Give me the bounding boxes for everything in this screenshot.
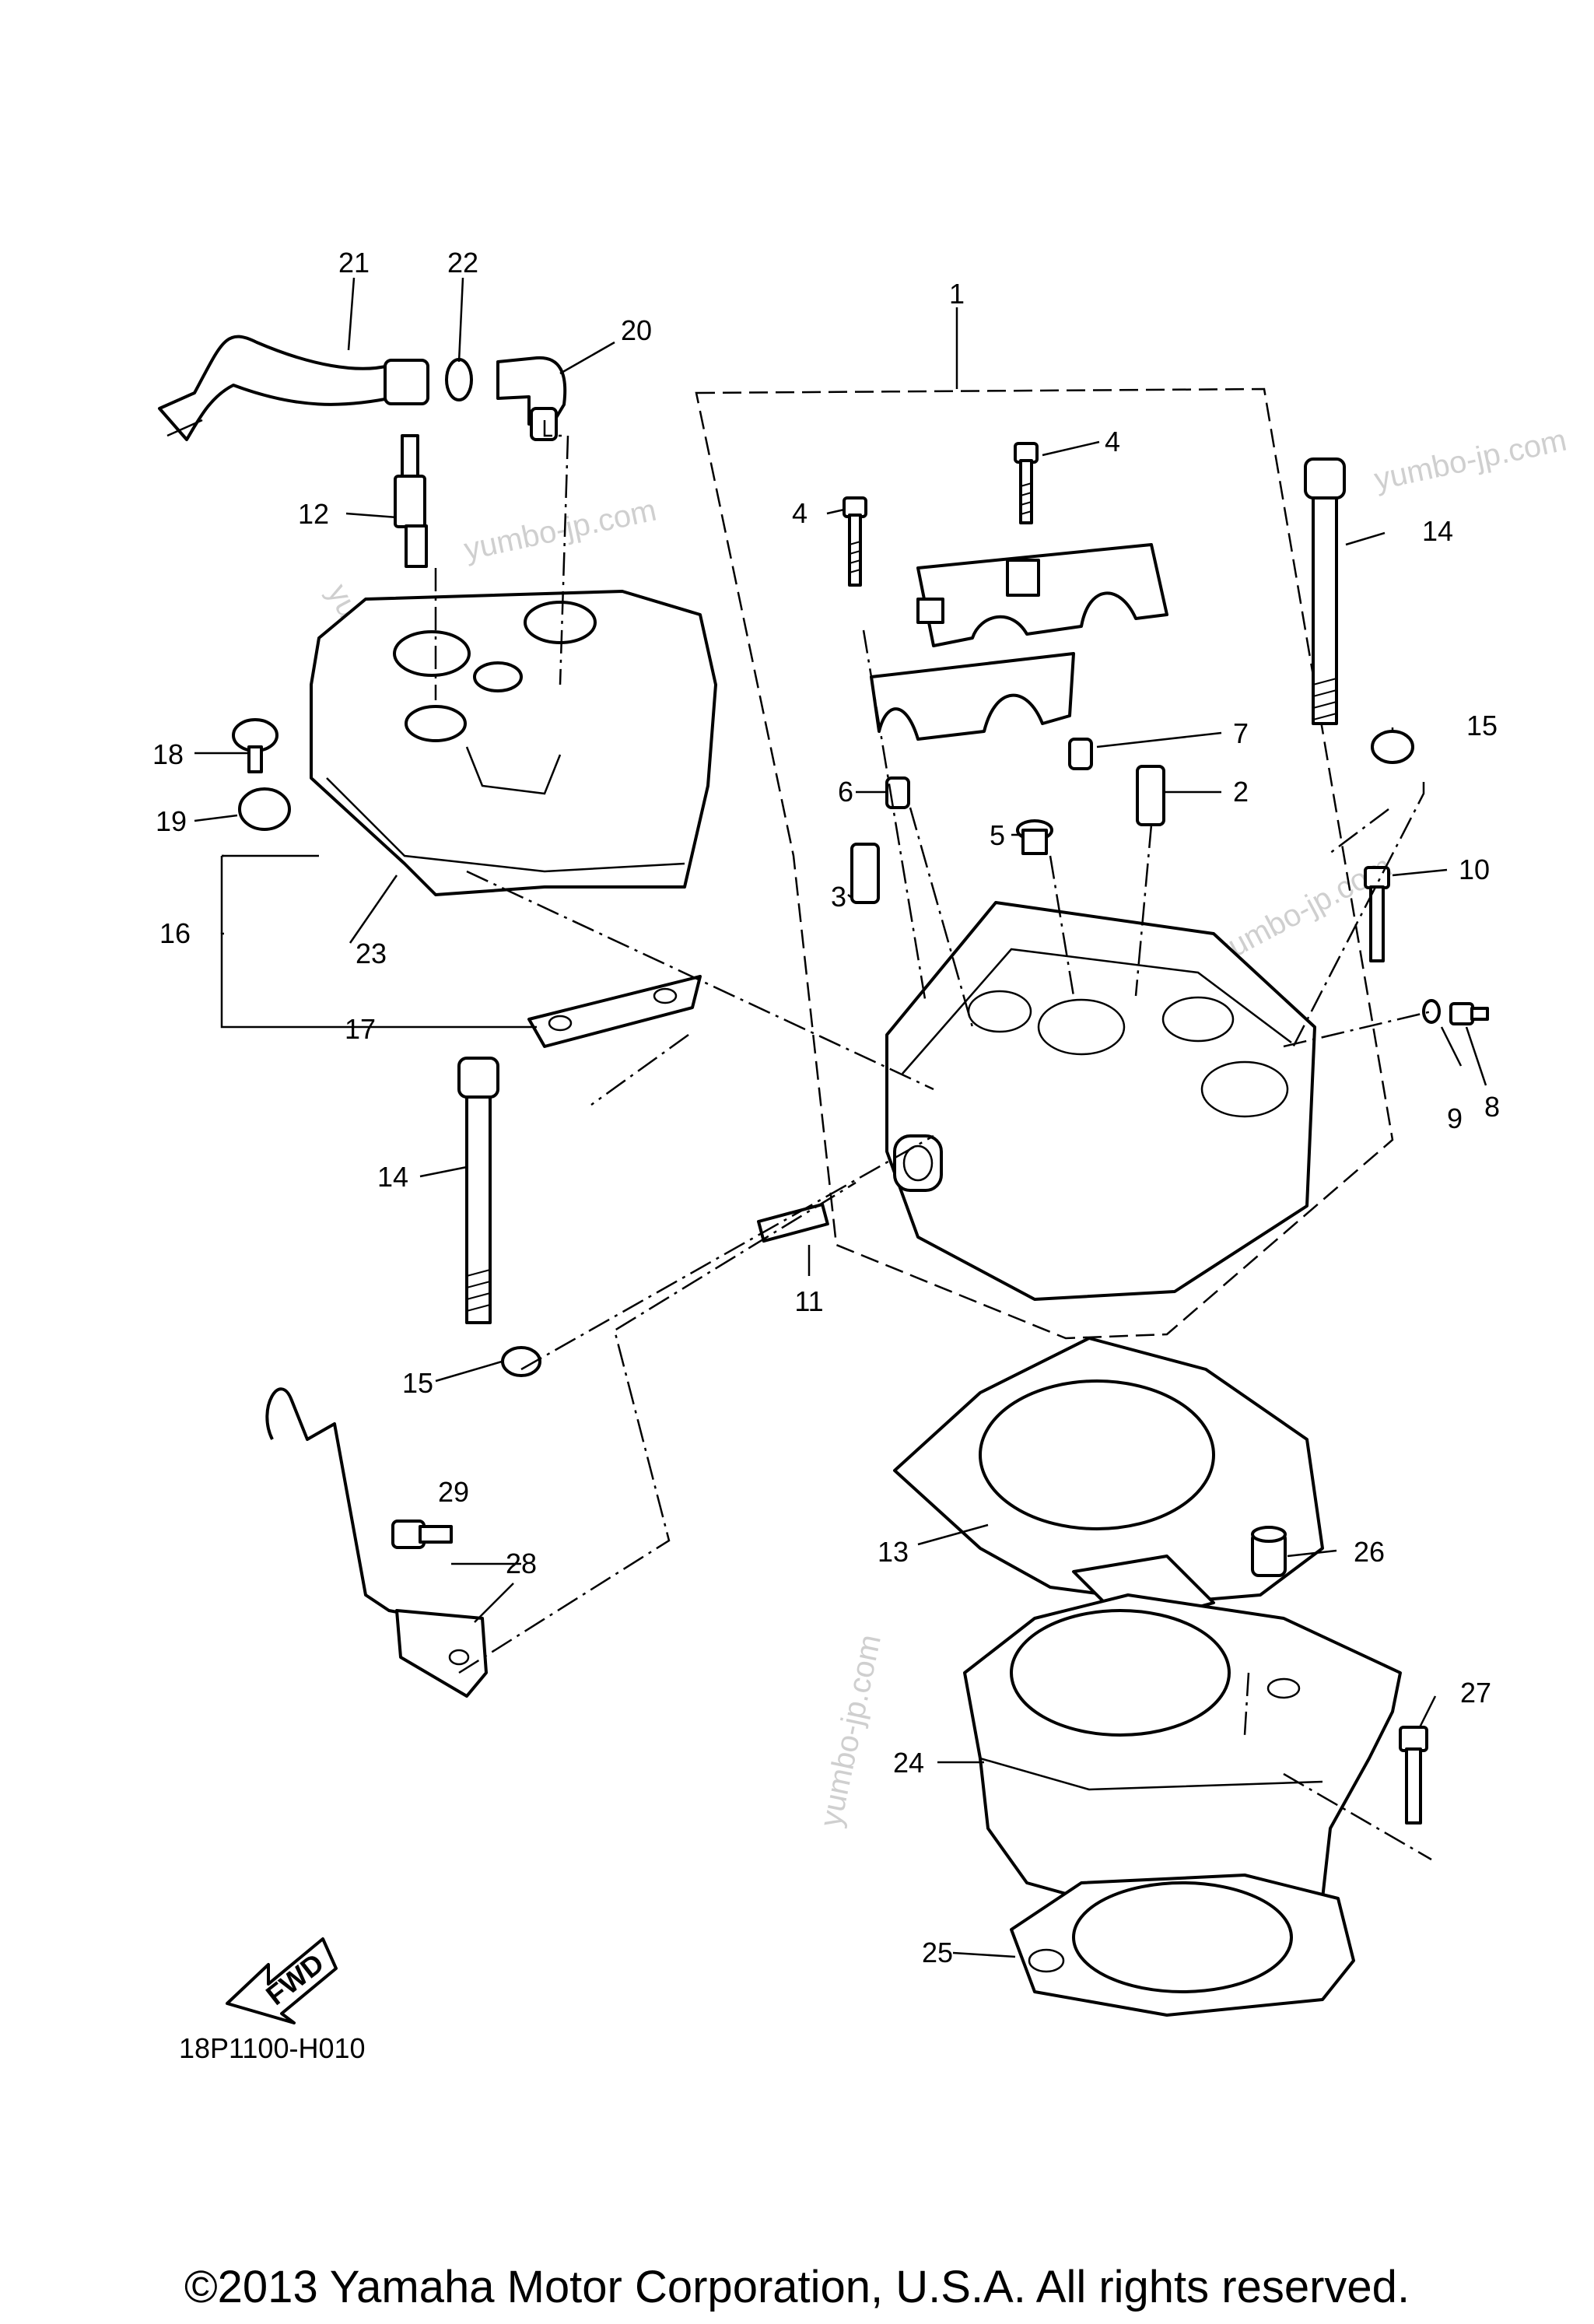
callout-2: 2 [1233,776,1249,808]
cylinder-dowel-part [1251,1526,1287,1577]
callout-14a: 14 [1422,515,1453,547]
callout-28: 28 [506,1548,537,1579]
cover-bolt-part [232,718,279,773]
oil-delivery-pipe-part [265,1387,488,1698]
cover-grommet-part [238,787,291,831]
camshaft-caps-part [870,543,1168,741]
cylinder-head-assembly-outline [695,387,1394,1340]
callout-29: 29 [438,1476,469,1508]
callout-1: 1 [949,278,965,310]
callout-19: 19 [156,805,187,837]
callout-4b: 4 [1105,426,1120,457]
callout-23: 23 [356,938,387,969]
watermark: yumbo-jp.com [461,493,660,567]
callout-26: 26 [1354,1536,1385,1568]
diagram-code: 18P1100-H010 [179,2032,366,2064]
callout-20: 20 [621,314,652,346]
watermark: yumbo-jp.com [1372,423,1570,497]
long-bolt-left-part [457,1057,499,1324]
copyright-notice: ©2013 Yamaha Motor Corporation, U.S.A. A… [184,2262,1410,2312]
cylinder-head-cover-part [310,590,717,896]
breather-joint-part [496,356,567,441]
clip-part [445,358,473,401]
callout-10: 10 [1459,854,1490,885]
cylinder-bolt-part [1399,1726,1428,1824]
washer-left-part [501,1346,541,1377]
callout-6: 6 [838,776,853,808]
callout-21: 21 [338,247,370,279]
leader-lines [194,277,1487,1958]
camshaft-cap-bolt-part [843,442,1039,587]
callout-25: 25 [922,1937,953,1968]
long-bolt-right-part [1304,457,1346,725]
callout-7: 7 [1233,717,1249,749]
cylinder-head-part [885,901,1316,1301]
callout-13: 13 [878,1536,909,1568]
callout-27: 27 [1460,1677,1491,1709]
stud-bolt-part [756,1203,829,1243]
callout-8: 8 [1484,1091,1500,1123]
valve-guides-part [850,765,1165,904]
cylinder-head-gasket-part [893,1337,1324,1628]
washer-right-part [1371,730,1414,764]
pipe-bolt-part [391,1520,453,1549]
callout-18: 18 [152,738,184,770]
callout-15a: 15 [1466,710,1498,741]
breather-hose-part [158,335,429,441]
callout-16: 16 [159,917,191,949]
cover-gasket-part [527,975,702,1048]
watermark: yumbo-jp.com [814,1632,888,1830]
head-side-bolt-part [1364,866,1390,962]
fwd-arrow-icon: FWD [226,1937,338,2024]
callout-numbers: 1 2 3 4 4 5 6 7 8 9 10 11 12 13 14 14 15… [152,247,1500,1968]
spark-plug-part [394,434,428,568]
plug-part [1016,819,1053,855]
callout-14b: 14 [377,1161,408,1193]
cylinder-part [963,1593,1402,1923]
callout-3: 3 [831,881,846,913]
callout-12: 12 [298,498,329,530]
callout-24: 24 [893,1747,924,1779]
dowel-pin-part [885,738,1093,809]
callout-11: 11 [794,1285,823,1317]
callout-22: 22 [447,247,478,279]
small-bolt-and-washer-part [1422,999,1489,1025]
callout-5: 5 [990,819,1005,851]
cylinder-base-gasket-part [1010,1874,1355,2017]
callout-9: 9 [1447,1102,1463,1134]
callout-15b: 15 [402,1367,433,1399]
callout-17: 17 [345,1013,376,1045]
callout-4a: 4 [792,497,808,529]
